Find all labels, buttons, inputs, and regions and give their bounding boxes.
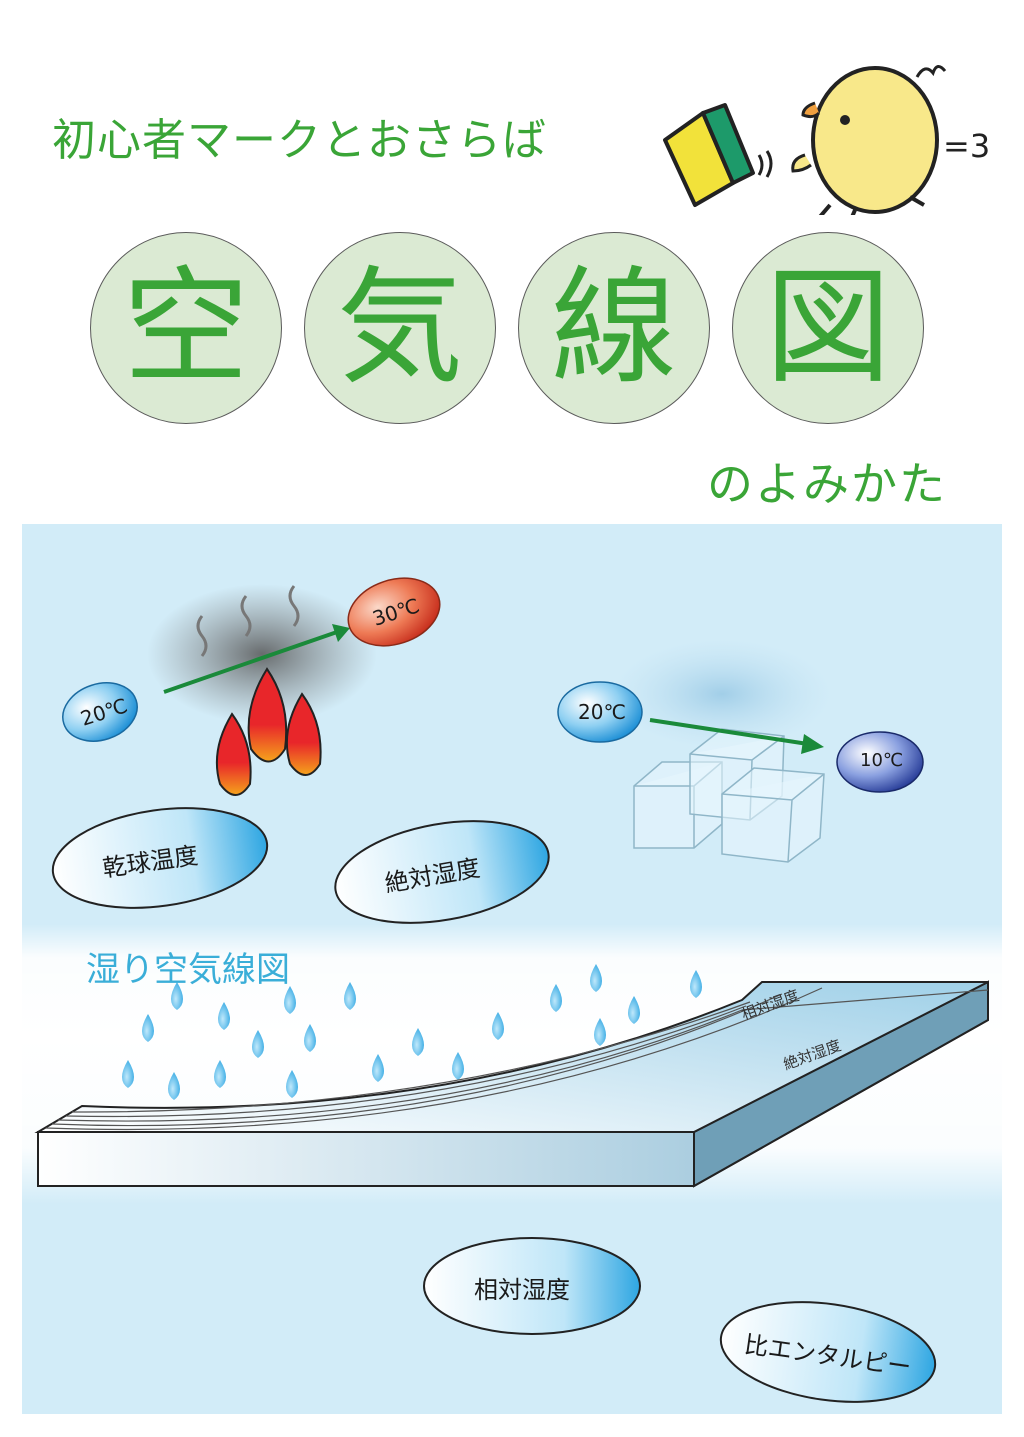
- smoke-icon: [147, 584, 377, 724]
- illustration-panel: 湿り空気線図 相対湿度 絶対湿度 20℃ 30℃ 20℃ 10℃ 乾球温度 絶対…: [22, 524, 1002, 1414]
- title-char-1: 空: [123, 254, 249, 401]
- flame-icon: [215, 667, 322, 796]
- ice-cube-icon: [633, 728, 825, 863]
- cooling-to-label: 10℃: [860, 750, 904, 771]
- title-circle-4: 図: [732, 232, 924, 424]
- heating-arrow: [163, 630, 338, 694]
- title-circle-1: 空: [90, 232, 282, 424]
- steam-icon: [196, 585, 300, 657]
- heating-from-badge: [62, 682, 138, 742]
- subtitle: 初心者マークとおさらば: [52, 115, 547, 166]
- title-circle-2: 気: [304, 232, 496, 424]
- heating-arrow-head: [332, 624, 350, 642]
- chart-title: 湿り空気線図: [86, 950, 290, 990]
- cooling-arrow: [649, 718, 809, 746]
- chick-mascot-icon: =3: [663, 65, 990, 215]
- cooling-from-label: 20℃: [578, 700, 626, 724]
- yomikata: のよみかた: [707, 457, 947, 511]
- cooling-from-badge: [557, 681, 643, 743]
- beginner-mark-icon: [663, 103, 755, 207]
- water-drop-icon: [122, 964, 702, 1100]
- heating-to-badge: [347, 577, 441, 647]
- cooling-arrow-head: [801, 734, 824, 754]
- relative-humidity-label: 相対湿度: [474, 1276, 570, 1304]
- title-char-2: 気: [337, 254, 463, 401]
- bubble-absolute-humidity: [334, 820, 550, 924]
- title-circle-3: 線: [518, 232, 710, 424]
- bubble-dry-bulb: [51, 807, 269, 909]
- title-char-3: 線: [551, 254, 677, 401]
- mascot-sound: =3: [943, 127, 990, 165]
- cooling-to-badge: [836, 731, 924, 793]
- chart-board: [34, 980, 989, 1188]
- title-char-4: 図: [765, 254, 891, 401]
